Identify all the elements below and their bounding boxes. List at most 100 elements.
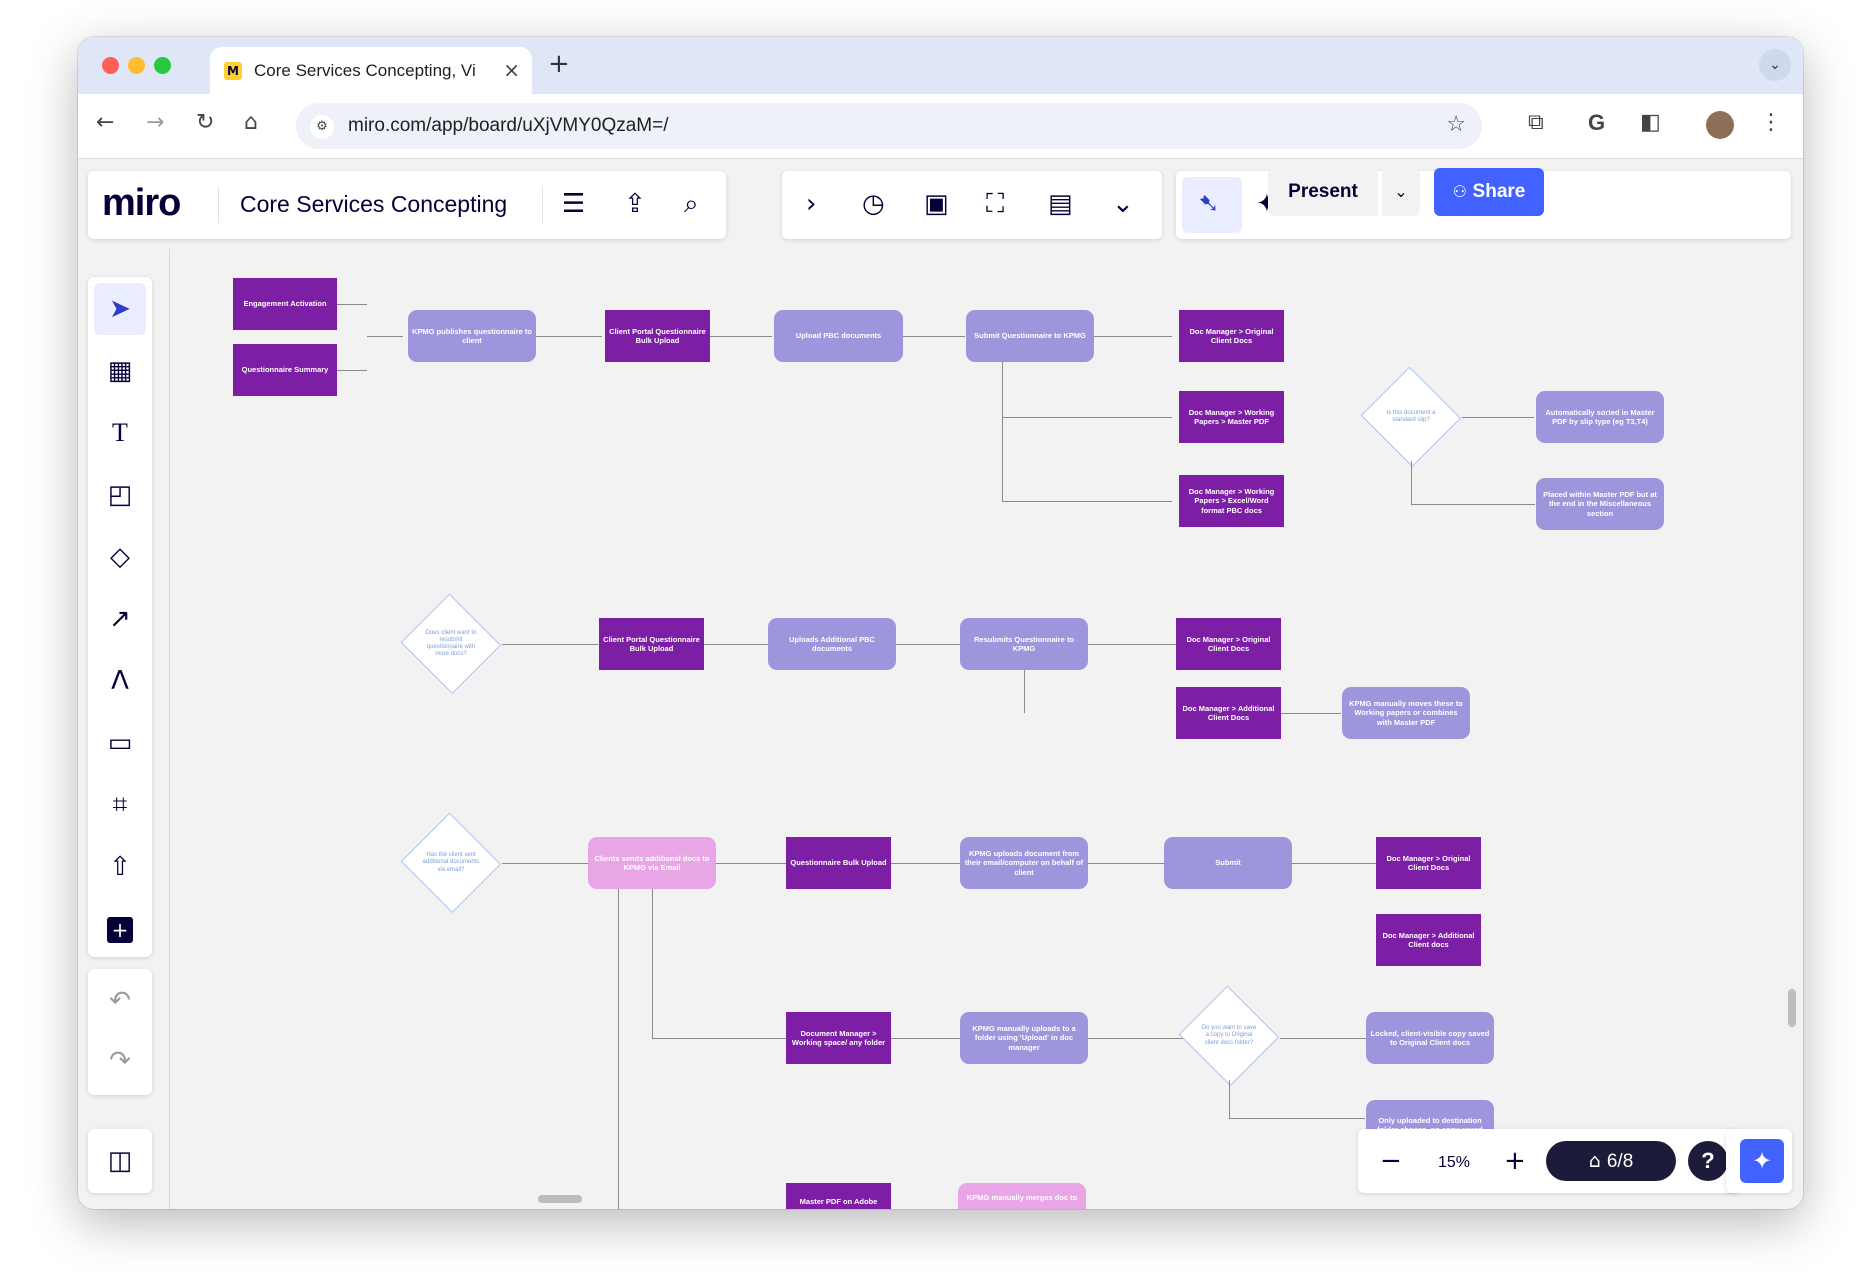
flow-node[interactable]: Clients sends additional docs to KPMG vi… (588, 837, 716, 889)
flow-node[interactable]: Doc Manager > Additional Client Docs (1176, 687, 1281, 739)
flow-node[interactable]: Questionnaire Bulk Upload (786, 837, 891, 889)
upload-tool[interactable]: ⇧ (94, 841, 146, 893)
text-tool[interactable]: T (94, 407, 146, 459)
flow-node[interactable]: Automatically sorted in Master PDF by sl… (1536, 391, 1664, 443)
focus-frame-icon[interactable]: ⛶ (986, 189, 1005, 219)
frame-icon: ⌗ (112, 790, 128, 820)
flow-node[interactable]: KPMG manually merges doc to (958, 1183, 1086, 1209)
decision-node[interactable]: Is this document a standard slip? (1360, 366, 1462, 468)
flow-node[interactable]: Doc Manager > Additional Client docs (1376, 914, 1481, 966)
extensions-puzzle-icon[interactable]: ⧉ (1528, 110, 1544, 135)
url-text: miro.com/app/board/uXjVMY0QzaM=/ (348, 115, 669, 136)
pen-icon: Λ (111, 666, 129, 696)
board-title[interactable]: Core Services Concepting (240, 191, 508, 217)
flow-node[interactable]: Doc Manager > Working Papers > Master PD… (1179, 391, 1284, 443)
browser-tab-strip: M Core Services Concepting, Vi × + ⌄ (78, 37, 1803, 94)
timer-icon[interactable]: ◷ (862, 189, 885, 219)
bookmark-star-icon[interactable]: ☆ (1446, 112, 1466, 137)
flow-node[interactable]: Client Portal Questionnaire Bulk Upload (599, 618, 704, 670)
reactions-toggle-button[interactable]: ➷ (1182, 177, 1242, 233)
more-apps-tool[interactable]: + (94, 903, 146, 955)
tab-search-chevron-icon[interactable]: ⌄ (1759, 49, 1791, 81)
flow-node[interactable]: Document Manager > Working space/ any fo… (786, 1012, 891, 1064)
flow-node[interactable]: Placed within Master PDF but at the end … (1536, 478, 1664, 530)
redo-button[interactable]: ↷ (94, 1035, 146, 1087)
new-tab-icon[interactable]: + (548, 49, 570, 79)
home-icon[interactable]: ⌂ (244, 110, 258, 135)
browser-menu-icon[interactable]: ⋮ (1760, 110, 1782, 135)
board-sidebar-toggle[interactable]: ◫ (88, 1129, 152, 1193)
flow-node[interactable]: Doc Manager > Working Papers > Excel/Wor… (1179, 475, 1284, 527)
horizontal-scrollbar-thumb[interactable] (538, 1195, 582, 1203)
expand-chevron-icon[interactable]: › (806, 189, 817, 219)
connector (1094, 336, 1172, 337)
flow-node[interactable]: Doc Manager > Original Client Docs (1179, 310, 1284, 362)
minimize-window-button[interactable] (128, 57, 145, 74)
flow-node[interactable]: Master PDF on Adobe (786, 1183, 891, 1209)
decision-text: Is this document a standard slip? (1386, 409, 1436, 423)
zoom-level[interactable]: 15% (1438, 1154, 1471, 1171)
voting-icon[interactable]: ▣ (924, 189, 949, 219)
flow-node[interactable]: KPMG publishes questionnaire to client (408, 310, 536, 362)
back-arrow-icon[interactable]: ← (96, 110, 115, 135)
flow-node[interactable]: Uploads Additional PBC documents (768, 618, 896, 670)
close-window-button[interactable] (102, 57, 119, 74)
flow-node[interactable]: Engagement Activation (233, 278, 337, 330)
select-tool[interactable]: ➤ (94, 283, 146, 335)
close-tab-icon[interactable]: × (503, 58, 520, 82)
calendar-icon[interactable]: ▤ (1048, 189, 1073, 219)
address-bar[interactable]: ⚙ miro.com/app/board/uXjVMY0QzaM=/ ☆ (296, 103, 1482, 149)
share-button[interactable]: ⚇ Share (1434, 168, 1544, 216)
frame-tool[interactable]: ⌗ (94, 779, 146, 831)
present-options-chevron-icon[interactable]: ⌄ (1382, 168, 1420, 216)
miro-logo[interactable]: miro (102, 182, 181, 224)
flow-node[interactable]: Client Portal Questionnaire Bulk Upload (605, 310, 710, 362)
zoom-out-icon[interactable]: − (1380, 1146, 1402, 1176)
reload-icon[interactable]: ↻ (196, 110, 215, 135)
flow-node[interactable]: Resubmits Questionnaire to KPMG (960, 618, 1088, 670)
pen-tool[interactable]: Λ (94, 655, 146, 707)
connector (536, 336, 602, 337)
flow-node[interactable]: KPMG manually moves these to Working pap… (1342, 687, 1470, 739)
connector (1229, 1118, 1365, 1119)
flow-node[interactable]: Upload PBC documents (774, 310, 903, 362)
side-panel-icon[interactable]: ◧ (1640, 110, 1661, 135)
miro-board-canvas[interactable]: miro Core Services Concepting ☰ ⇪ ⌕ › ◷ … (78, 159, 1803, 1209)
browser-profile-avatar[interactable] (1706, 111, 1734, 139)
site-settings-icon[interactable]: ⚙ (310, 115, 334, 139)
flow-node[interactable]: Submit (1164, 837, 1292, 889)
decision-node[interactable]: Does client want to resubmit questionnai… (400, 593, 502, 695)
decision-node[interactable]: Do you want to save a copy to Original c… (1178, 985, 1280, 1087)
sticky-note-tool[interactable]: ◰ (94, 469, 146, 521)
zoom-in-icon[interactable]: + (1504, 1146, 1526, 1176)
flow-node[interactable]: Submit Questionnaire to KPMG (966, 310, 1094, 362)
comment-tool[interactable]: ▭ (94, 717, 146, 769)
decision-text: Does client want to resubmit questionnai… (425, 629, 477, 658)
shapes-tool[interactable]: ◇ (94, 531, 146, 583)
ai-assistant-panel: ✦ (1726, 1129, 1792, 1193)
templates-tool[interactable]: ▦ (94, 345, 146, 397)
present-button[interactable]: Present (1268, 168, 1378, 216)
flow-node[interactable]: Questionnaire Summary (233, 344, 337, 396)
connector (1088, 644, 1176, 645)
forward-arrow-icon[interactable]: → (146, 110, 165, 135)
flow-node[interactable]: KPMG manually uploads to a folder using … (960, 1012, 1088, 1064)
export-upload-icon[interactable]: ⇪ (624, 189, 646, 219)
help-button[interactable]: ? (1688, 1141, 1728, 1181)
browser-tab[interactable]: M Core Services Concepting, Vi × (210, 47, 532, 94)
connection-line-tool[interactable]: ↗ (94, 593, 146, 645)
whats-new-button[interactable]: ⌂ 6/8 (1546, 1141, 1676, 1181)
vertical-scrollbar-thumb[interactable] (1788, 989, 1796, 1027)
decision-node[interactable]: Has the client sent additional documents… (400, 812, 502, 914)
ai-sparkle-button[interactable]: ✦ (1740, 1139, 1784, 1183)
search-icon[interactable]: ⌕ (684, 189, 699, 219)
maximize-window-button[interactable] (154, 57, 171, 74)
flow-node[interactable]: KPMG uploads document from their email/c… (960, 837, 1088, 889)
main-menu-icon[interactable]: ☰ (562, 189, 586, 219)
undo-button[interactable]: ↶ (94, 975, 146, 1027)
google-extension-icon[interactable]: G (1588, 110, 1606, 135)
more-chevron-down-icon[interactable]: ⌄ (1112, 189, 1134, 219)
flow-node[interactable]: Locked, client-visible copy saved to Ori… (1366, 1012, 1494, 1064)
flow-node[interactable]: Doc Manager > Original Client Docs (1376, 837, 1481, 889)
flow-node[interactable]: Doc Manager > Original Client Docs (1176, 618, 1281, 670)
